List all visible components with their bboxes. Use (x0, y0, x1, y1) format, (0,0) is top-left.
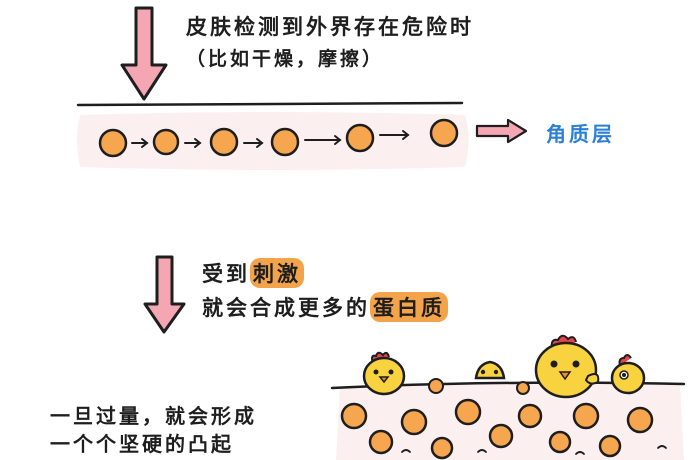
cell (516, 381, 530, 395)
cell (517, 403, 543, 429)
cell (626, 406, 654, 434)
chick-icon (474, 360, 506, 380)
cell (98, 128, 128, 158)
small-arrow-icon (243, 138, 264, 148)
cell (428, 378, 444, 394)
stratum-corneum-label: 角质层 (546, 122, 615, 146)
squiggle-decoration (401, 445, 667, 455)
cell (340, 402, 368, 430)
cell (572, 402, 600, 430)
cell (152, 128, 180, 156)
cell (270, 127, 300, 157)
down-arrow-icon-top (120, 6, 168, 101)
cell (345, 123, 375, 153)
cell (400, 408, 428, 436)
middle-caption-line2: 就会合成更多的蛋白质 (202, 292, 448, 322)
cell (209, 127, 239, 157)
keratinocyte-row (98, 118, 459, 158)
chick-icon (534, 334, 600, 399)
small-arrow-icon (131, 138, 149, 148)
highlight-stimulus: 刺激 (250, 258, 304, 288)
chick-icon (362, 351, 406, 396)
cell (548, 430, 572, 454)
highlight-protein: 蛋白质 (370, 292, 448, 322)
protein-bumps-illustration (330, 334, 686, 460)
small-arrow-icon (379, 130, 410, 140)
middle-caption-line1: 受到刺激 (202, 258, 304, 288)
caption-text: 受到 (202, 262, 250, 286)
small-arrow-icon (184, 138, 202, 148)
cell (429, 118, 459, 148)
cell (454, 398, 482, 426)
top-caption-line1: 皮肤检测到外界存在危险时 (186, 15, 474, 39)
cell (430, 436, 454, 460)
down-arrow-icon-middle (143, 255, 186, 334)
caption-text: 就会合成更多的 (202, 296, 370, 320)
top-caption-line2: （比如干燥，摩擦） (186, 48, 385, 70)
pointer-arrow-icon (475, 118, 528, 144)
chick-icon (610, 354, 646, 395)
bottom-caption-line1: 一旦过量，就会形成 (50, 404, 257, 428)
cell (368, 429, 394, 455)
cell (488, 423, 514, 449)
cell (598, 434, 622, 458)
bottom-caption-line2: 一个个坚硬的凸起 (50, 432, 234, 456)
small-arrow-icon (304, 135, 342, 145)
